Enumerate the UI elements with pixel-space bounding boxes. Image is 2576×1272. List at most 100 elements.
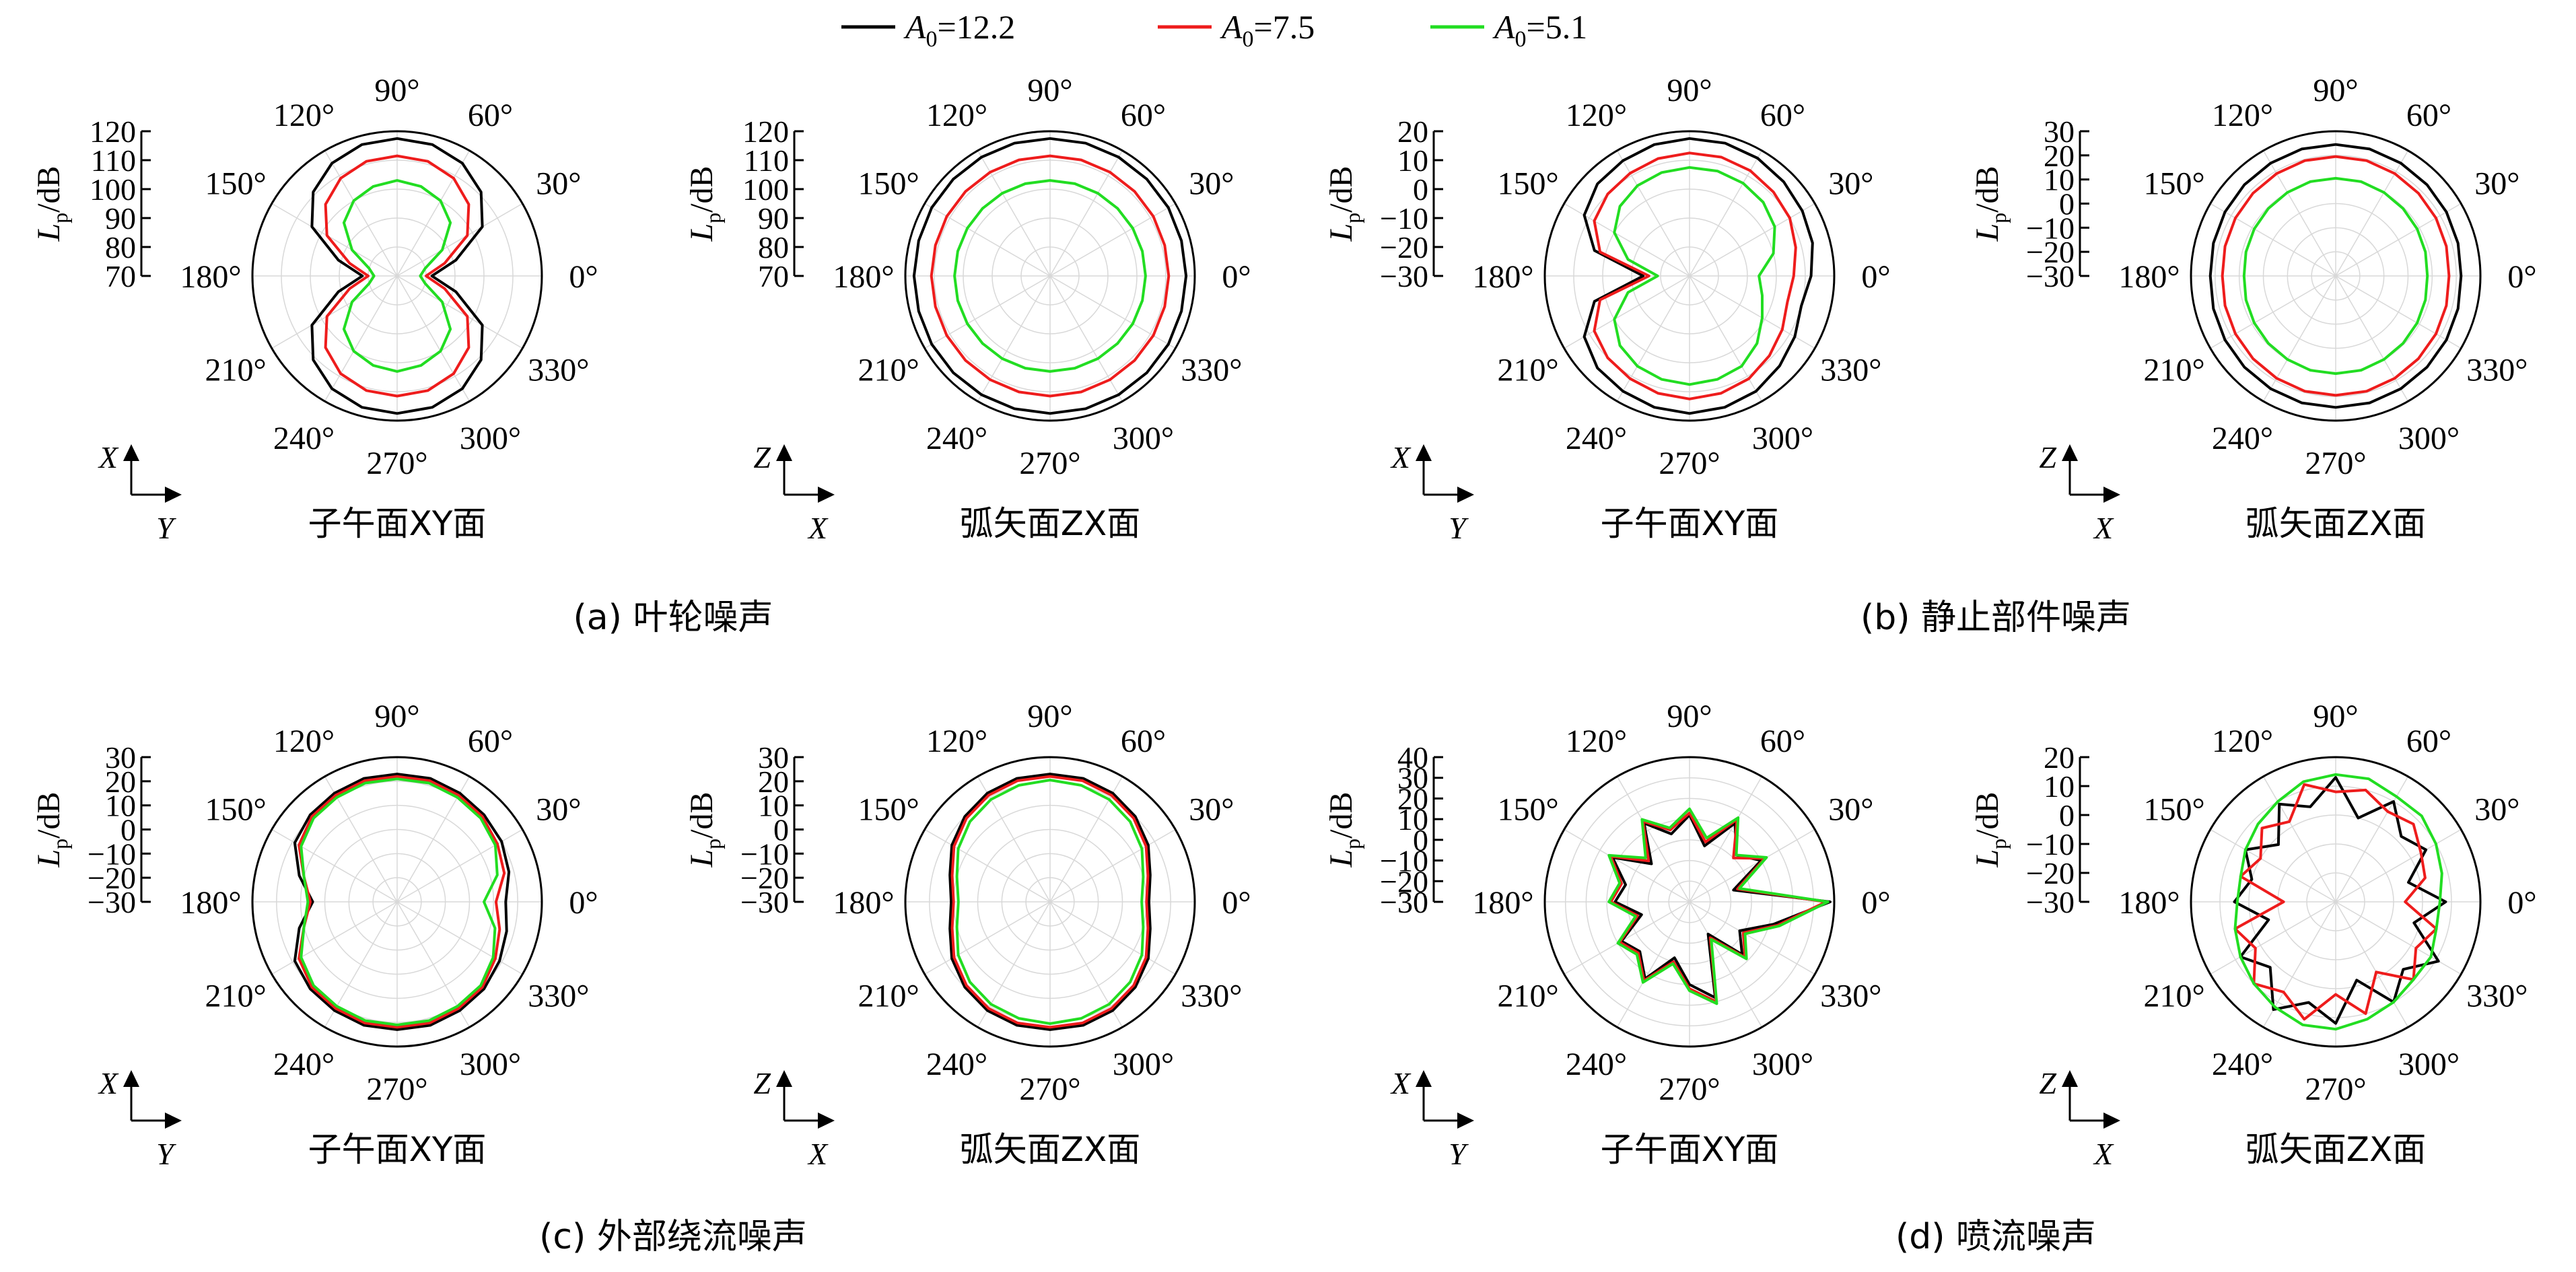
radial-tick-label: 10 xyxy=(105,789,136,823)
angle-label: 0° xyxy=(1861,259,1890,295)
grid-spoke xyxy=(2262,776,2336,903)
angle-label: 0° xyxy=(569,885,598,921)
grid-spoke xyxy=(2335,828,2462,903)
radial-tick-label: 20 xyxy=(1397,114,1428,149)
angle-label: 330° xyxy=(2466,979,2528,1014)
angle-label: 300° xyxy=(1752,1047,1813,1082)
angle-label: 90° xyxy=(2313,699,2358,734)
angle-label: 120° xyxy=(926,723,987,759)
radial-tick-label: 30 xyxy=(105,740,136,775)
coordinate-label-vertical: Z xyxy=(2039,1066,2056,1100)
angle-label: 60° xyxy=(2406,723,2451,759)
radial-tick-label: 30 xyxy=(2044,114,2075,149)
plane-label: 子午面XY面 xyxy=(308,504,487,543)
grid-spoke xyxy=(1689,901,1815,975)
grid-spoke xyxy=(1689,776,1763,903)
angle-label: 180° xyxy=(2118,885,2180,921)
radial-tick-label: 70 xyxy=(105,259,136,293)
plane-label: 子午面XY面 xyxy=(1601,504,1779,543)
angle-label: 210° xyxy=(205,353,267,388)
plane-label: 弧矢面ZX面 xyxy=(2246,504,2427,543)
polar-frame xyxy=(251,756,543,1048)
coordinate-label-vertical: Z xyxy=(2039,440,2056,474)
angle-label: 240° xyxy=(926,1047,987,1082)
polar-panel-c-zx: 90°60°30°0°330°300°270°240°210°180°150°1… xyxy=(684,699,1251,1171)
coordinate-label-horizontal: Y xyxy=(1449,511,1469,545)
grid-spoke xyxy=(2335,275,2409,402)
series-line-3 xyxy=(1613,166,1776,386)
legend-item-2: A0=7.5 xyxy=(1158,8,1315,52)
angle-label: 180° xyxy=(833,885,894,921)
angle-label: 240° xyxy=(926,421,987,456)
coordinate-label-horizontal: X xyxy=(2093,511,2114,545)
angle-label: 210° xyxy=(2144,353,2205,388)
grid-spoke xyxy=(977,776,1051,903)
angle-label: 30° xyxy=(1189,166,1234,202)
radial-tick-label: −10 xyxy=(2026,827,2075,861)
angle-label: 120° xyxy=(1566,723,1627,759)
angle-label: 90° xyxy=(1027,73,1072,108)
grid-spoke xyxy=(1049,275,1176,349)
angle-label: 0° xyxy=(2507,885,2536,921)
radial-tick-label: 0 xyxy=(2059,187,2075,221)
polar-panel-d-xy: 90°60°30°0°330°300°270°240°210°180°150°1… xyxy=(1323,699,1891,1171)
series-line-3 xyxy=(300,777,499,1026)
plane-label: 弧矢面ZX面 xyxy=(960,1130,1141,1169)
angle-label: 0° xyxy=(2507,259,2536,295)
angle-label: 0° xyxy=(1861,885,1890,921)
radial-tick-label: 120 xyxy=(742,114,789,149)
angle-label: 90° xyxy=(374,73,419,108)
radial-tick-label: 110 xyxy=(744,143,789,178)
grid-spoke xyxy=(1689,828,1815,903)
grid-spoke xyxy=(977,901,1051,1028)
coordinate-label-vertical: X xyxy=(1390,1066,1412,1100)
angle-label: 30° xyxy=(1828,792,1873,828)
coordinate-label-horizontal: Y xyxy=(156,511,176,545)
radial-tick-label: 0 xyxy=(2059,798,2075,833)
radial-tick-label: 20 xyxy=(105,765,136,799)
radial-tick-label: 20 xyxy=(2044,139,2075,173)
coordinate-label-horizontal: X xyxy=(807,511,829,545)
angle-label: 270° xyxy=(1659,446,1720,481)
grid-spoke xyxy=(1689,203,1815,277)
angle-label: 150° xyxy=(858,792,919,828)
radial-tick-label: −10 xyxy=(1380,844,1428,878)
angle-label: 300° xyxy=(2398,421,2460,456)
series-line-2 xyxy=(324,154,471,398)
radial-tick-label: −30 xyxy=(1380,259,1428,293)
radial-tick-label: 10 xyxy=(758,789,789,823)
angle-label: 60° xyxy=(1760,98,1805,133)
caption-c: (c) 外部绕流噪声 xyxy=(539,1217,807,1257)
legend-label-2: A0=7.5 xyxy=(1220,8,1315,52)
radial-tick-label: 10 xyxy=(1397,802,1428,837)
radial-axis-label: Lp/dB xyxy=(1323,166,1364,242)
coordinate-label-vertical: X xyxy=(1390,440,1412,474)
grid-spoke xyxy=(924,828,1051,903)
angle-label: 330° xyxy=(528,353,589,388)
radial-tick-label: −20 xyxy=(2026,235,2075,269)
radial-tick-label: 10 xyxy=(2044,769,2075,804)
angle-label: 240° xyxy=(2212,421,2273,456)
angle-label: 0° xyxy=(569,259,598,295)
radial-tick-label: −20 xyxy=(1380,230,1428,264)
radial-tick-label: 10 xyxy=(1397,143,1428,178)
grid-spoke xyxy=(1564,828,1690,903)
grid-spoke xyxy=(271,203,398,277)
angle-label: 150° xyxy=(205,166,267,202)
angle-label: 270° xyxy=(366,446,427,481)
angle-label: 120° xyxy=(2212,98,2273,133)
series-line-2 xyxy=(298,775,506,1029)
grid-spoke xyxy=(1616,275,1690,402)
angle-label: 90° xyxy=(374,699,419,734)
coordinate-label-horizontal: Y xyxy=(1449,1137,1469,1171)
radial-tick-label: −20 xyxy=(2026,856,2075,890)
angle-label: 180° xyxy=(833,259,894,295)
series-line-1 xyxy=(912,137,1188,415)
radial-tick-label: 20 xyxy=(2044,740,2075,775)
grid-spoke xyxy=(271,828,398,903)
polar-panels: 90°60°30°0°330°300°270°240°210°180°150°1… xyxy=(31,73,2537,1171)
grid-spoke xyxy=(2210,901,2336,975)
series-line-2 xyxy=(2221,155,2451,397)
radial-tick-label: 20 xyxy=(758,765,789,799)
